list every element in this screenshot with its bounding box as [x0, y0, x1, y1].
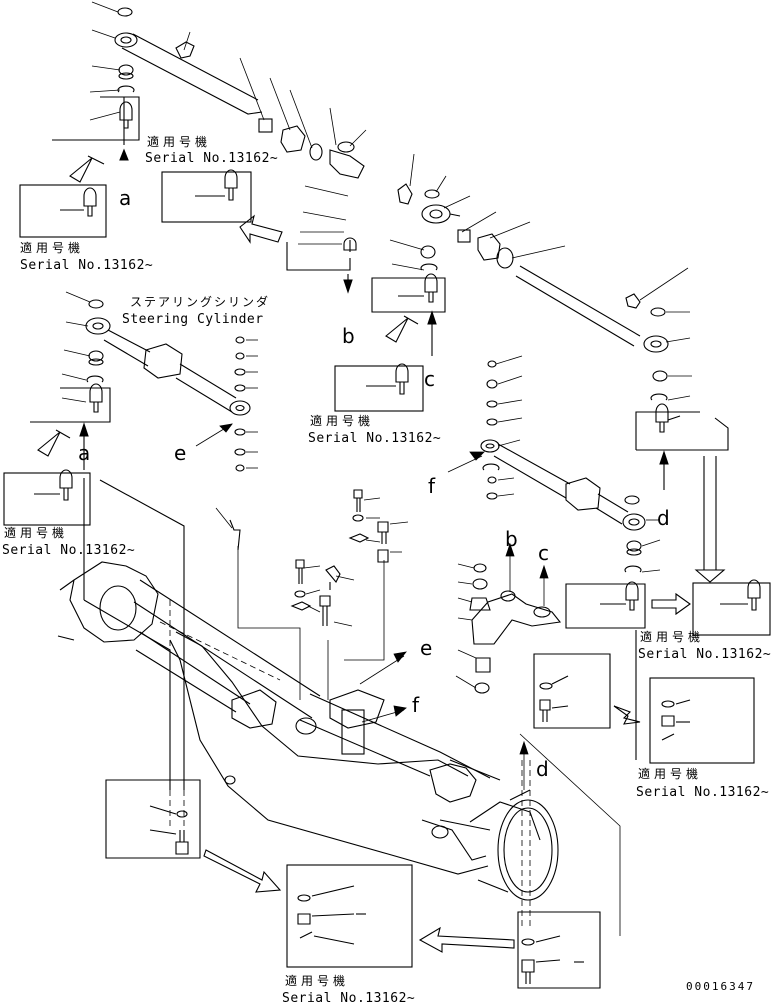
- steering-cylinder: [85, 299, 251, 472]
- upper-tie-rod: [114, 7, 365, 179]
- steering-cylinder-jp-label: ステアリングシリンダ: [130, 294, 270, 309]
- leader-lines-upper: [89, 1, 367, 245]
- callout-f-2: f: [412, 693, 420, 717]
- axle-callout-d: [519, 733, 621, 936]
- leader-lines-right: [389, 153, 692, 401]
- detail-box-d-right: [635, 403, 771, 636]
- callout-d-2: d: [536, 757, 549, 781]
- serial-jp-label-4: 適用号機: [4, 525, 68, 540]
- detail-box-bottom-left: [105, 779, 282, 893]
- detail-box-b-top: [161, 169, 357, 294]
- serial-jp-label-7: 適用号機: [285, 973, 349, 988]
- drag-link: [480, 360, 646, 573]
- callout-f-1: f: [428, 474, 436, 498]
- serial-jp-label-2: 適用号機: [20, 240, 84, 255]
- center-fasteners: [229, 489, 389, 755]
- callout-d-1: d: [657, 506, 670, 530]
- callout-e-1: e: [174, 441, 186, 465]
- serial-no-label-5: Serial No.13162~: [638, 647, 771, 662]
- dashed-axis-lines: [159, 600, 531, 930]
- document-code: 00016347: [686, 980, 755, 993]
- detail-box-c-top: [334, 273, 446, 412]
- detail-box-a-top: [19, 96, 140, 238]
- detail-box-bottom-right: [418, 911, 601, 989]
- detail-box-arm-bolt: [533, 581, 755, 764]
- serial-jp-label-1: 適用号機: [147, 134, 211, 149]
- leader-lines-draglink: [447, 355, 661, 573]
- serial-no-label-1: Serial No.13162~: [145, 151, 278, 166]
- serial-no-label-3: Serial No.13162~: [308, 431, 441, 446]
- steering-cylinder-en-label: Steering Cylinder: [122, 312, 264, 327]
- serial-jp-label-5: 適用号機: [640, 629, 704, 644]
- axle-housing: [57, 561, 559, 901]
- serial-no-label-4: Serial No.13162~: [2, 543, 135, 558]
- callout-c-1: c: [424, 367, 435, 391]
- detail-box-bottom-center: [286, 864, 413, 968]
- callout-b-2: b: [505, 527, 518, 551]
- serial-no-label-2: Serial No.13162~: [20, 258, 153, 273]
- callout-e-2: e: [420, 636, 432, 660]
- callout-b-1: b: [342, 324, 355, 348]
- callout-a-2: a: [78, 441, 90, 465]
- serial-jp-label-3: 適用号機: [310, 413, 374, 428]
- callout-c-2: c: [538, 541, 549, 565]
- leader-lines-arm: [455, 542, 549, 689]
- serial-jp-label-6: 適用号機: [638, 766, 702, 781]
- serial-no-label-6: Serial No.13162~: [636, 785, 769, 800]
- leader-lines-cylinder: [61, 291, 258, 469]
- serial-no-label-7: Serial No.13162~: [282, 991, 415, 1005]
- callout-a-1: a: [119, 186, 131, 210]
- steering-arm: [469, 563, 562, 694]
